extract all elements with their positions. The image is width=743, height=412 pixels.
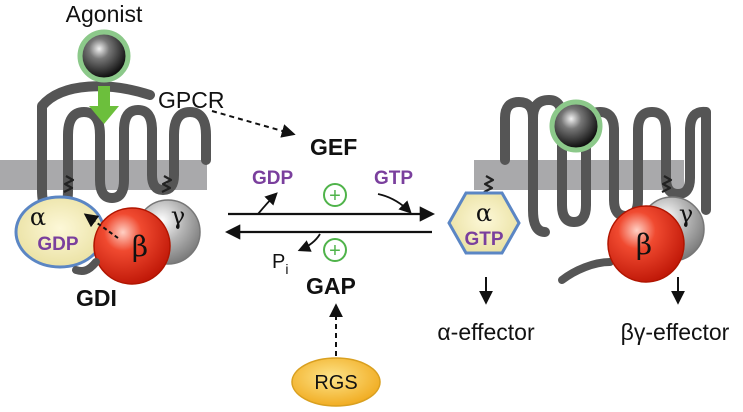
- membrane-right: [474, 160, 684, 190]
- beta-subunit-inactive: β: [93, 207, 171, 285]
- gdp-release-label: GDP: [252, 168, 294, 189]
- lipid-anchor-alpha-right: [483, 175, 495, 193]
- gap-label: GAP: [306, 273, 356, 299]
- alpha-subunit-active: α GTP: [447, 191, 521, 255]
- activation-green-arrow: [89, 86, 119, 124]
- agonist-bound: [549, 99, 603, 153]
- pi-release-curve: [297, 233, 321, 252]
- svg-text:γ: γ: [171, 202, 185, 230]
- gamma-tail-left: [72, 258, 100, 275]
- plus-circle-top: +: [323, 183, 347, 207]
- svg-text:α: α: [476, 199, 492, 227]
- svg-text:γ: γ: [679, 200, 693, 228]
- agonist-ligand: [77, 29, 131, 83]
- svg-text:α: α: [30, 203, 46, 231]
- svg-text:β: β: [132, 230, 148, 263]
- plus-circle-bottom: +: [323, 238, 347, 262]
- lipid-anchor-gamma-right: [661, 175, 673, 193]
- gpcr-receptor-right: [500, 95, 711, 284]
- gtp-binding-label: GTP: [374, 168, 413, 189]
- svg-text:GDP: GDP: [37, 234, 79, 255]
- rgs-protein: RGS: [291, 357, 381, 407]
- gdp-release-curve: [257, 192, 278, 215]
- gtp-binding-curve: [377, 193, 412, 214]
- lipid-anchor-alpha-left: [63, 175, 75, 193]
- svg-text:GTP: GTP: [464, 229, 503, 250]
- lipid-anchor-gamma-left: [161, 175, 173, 193]
- svg-text:β: β: [636, 228, 652, 261]
- svg-text:+: +: [329, 240, 341, 262]
- gpcr-to-gef-arrow: [211, 110, 296, 138]
- alpha-effector-label: α-effector: [437, 319, 535, 345]
- svg-text:RGS: RGS: [314, 372, 357, 394]
- beta-subunit-active: β: [607, 205, 685, 283]
- gef-label: GEF: [310, 134, 357, 160]
- agonist-label: Agonist: [66, 1, 143, 27]
- gpcr-label: GPCR: [158, 87, 224, 113]
- gdi-label: GDI: [76, 285, 117, 311]
- pi-label: Pi: [272, 251, 288, 277]
- svg-text:+: +: [329, 185, 341, 207]
- betagamma-effector-label: βγ-effector: [621, 319, 730, 345]
- alpha-subunit-inactive: α GDP: [14, 195, 106, 269]
